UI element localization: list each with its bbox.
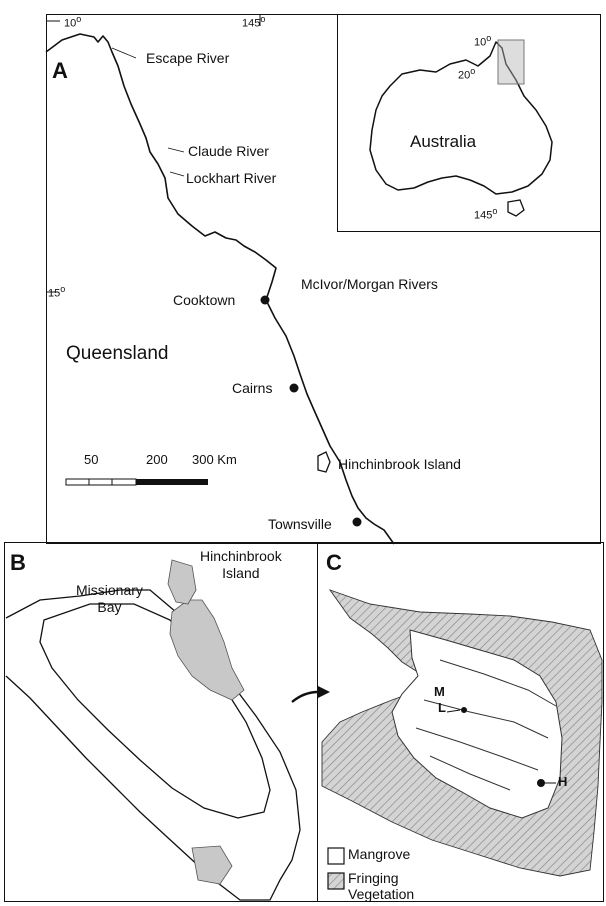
panel-b-letter: B: [10, 550, 26, 575]
lat-10-value: 10: [64, 17, 77, 30]
missionary-bay-line2: Bay: [97, 599, 122, 615]
inset-lat-20-label: 20o: [458, 66, 476, 82]
cairns-label: Cairns: [232, 380, 273, 396]
marker-h-label: H: [558, 774, 568, 789]
queensland-label: Queensland: [66, 343, 169, 364]
scale-tick-200: 200: [146, 452, 168, 467]
claude-river-leader: [167, 147, 185, 153]
inset-lat-20-value: 20: [458, 69, 471, 82]
panel-a-frame: [46, 14, 601, 544]
scale-bar: [65, 478, 208, 486]
lat-15-value: 15: [48, 287, 61, 300]
panel-c-letter: C: [326, 550, 342, 575]
lat-10-label: 10o: [64, 14, 82, 30]
lockhart-river-leader: [169, 171, 185, 177]
marker-m-label: M: [434, 684, 445, 699]
panel-b-mainland-outline: [5, 589, 301, 901]
inset-long-145-value: 145: [474, 209, 493, 222]
legend-fringing-line2: Vegetation: [348, 886, 415, 902]
inset-long-145-label: 145o: [474, 206, 498, 222]
panel-c-mangrove: [391, 629, 563, 819]
cooktown-label: Cooktown: [173, 292, 236, 308]
panel-b-frame: [4, 542, 318, 902]
legend-fringing-swatch: [327, 872, 345, 890]
marker-l-dot: [461, 707, 467, 713]
marker-l-leader: [446, 709, 461, 713]
inset-lat-10-value: 10: [474, 36, 487, 49]
panel-b-north-shading: [167, 559, 197, 605]
hinchinbrook-island-line1: Hinchinbrook: [200, 548, 282, 564]
inset-country-label: Australia: [410, 132, 477, 151]
escape-river-leader: [111, 47, 137, 59]
b-to-c-arrow: [291, 690, 319, 703]
long-145-value: 145: [242, 17, 261, 30]
marker-h-dot: [537, 779, 545, 787]
inset-australia-frame: [337, 14, 601, 232]
escape-river-label: Escape River: [146, 50, 230, 66]
claude-river-label: Claude River: [188, 143, 269, 159]
panel-b-mangrove-shading: [169, 599, 245, 701]
inset-highlight-box: [497, 39, 525, 85]
queensland-coastline: [45, 33, 395, 545]
hinchinbrook-island-line2: Island: [222, 565, 260, 581]
legend-fringing-line1: Fringing: [348, 870, 399, 886]
panel-b-south-shading: [191, 845, 233, 885]
panel-c-channels: [415, 659, 557, 791]
lat-15-label: 15o: [48, 284, 66, 300]
missionary-bay-label: Missionary Bay: [76, 582, 143, 616]
townsville-label: Townsville: [268, 516, 332, 532]
cairns-dot: [289, 383, 299, 393]
scale-tick-300: 300 Km: [192, 452, 237, 467]
lockhart-river-label: Lockhart River: [186, 170, 277, 186]
missionary-bay-line1: Missionary: [76, 582, 143, 598]
cooktown-dot: [260, 295, 270, 305]
panel-c-frame: [318, 542, 604, 902]
hinchinbrook-label: Hinchinbrook Island: [338, 456, 461, 472]
legend-mangrove-label: Mangrove: [348, 846, 411, 862]
panel-b-island-outline: [39, 603, 271, 819]
legend-fringing-label: Fringing Vegetation: [348, 870, 414, 902]
marker-l-label: L: [438, 700, 446, 715]
tasmania-outline: [507, 199, 525, 217]
b-to-c-arrowhead: [318, 686, 330, 698]
hinchinbrook-island-shape: [317, 451, 331, 473]
australia-outline: [369, 41, 553, 195]
legend-mangrove-swatch: [327, 847, 345, 865]
inset-lat-10-label: 10o: [474, 33, 492, 49]
long-145-label: 145o: [242, 14, 266, 30]
hinchinbrook-island-label: Hinchinbrook Island: [200, 548, 282, 582]
panel-a-letter: A: [52, 58, 68, 83]
townsville-dot: [352, 517, 362, 527]
scale-tick-50: 50: [84, 452, 99, 467]
mcivor-morgan-label: McIvor/Morgan Rivers: [301, 276, 438, 292]
